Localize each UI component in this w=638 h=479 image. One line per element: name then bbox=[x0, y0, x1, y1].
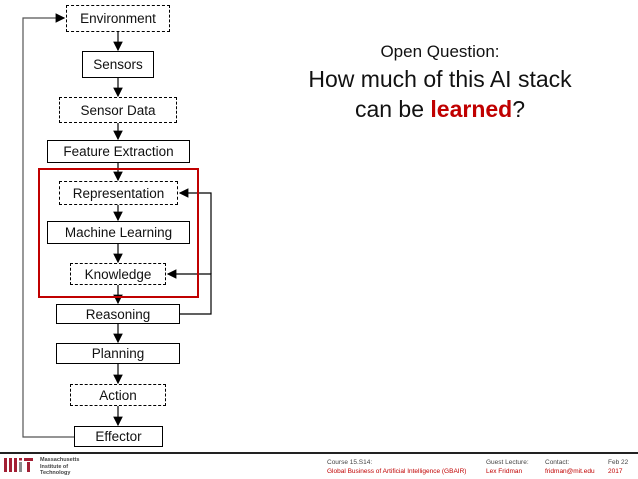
mit-logo bbox=[4, 458, 36, 472]
node-action: Action bbox=[70, 384, 166, 406]
node-representation: Representation bbox=[59, 181, 178, 205]
date-line1: Feb 22 bbox=[608, 459, 629, 466]
footer-course: Course 15.S14: Global Business of Artific… bbox=[327, 458, 466, 476]
guest-name: Lex Fridman bbox=[486, 468, 523, 475]
footer-divider bbox=[0, 452, 638, 454]
contact-email: fridman@mit.edu bbox=[545, 468, 595, 475]
contact-label: Contact: bbox=[545, 459, 570, 466]
node-effector: Effector bbox=[74, 426, 163, 447]
node-knowledge: Knowledge bbox=[70, 263, 166, 285]
node-machine-learning: Machine Learning bbox=[47, 221, 190, 244]
mit-wordmark: Massachusetts Institute of Technology bbox=[40, 457, 80, 476]
open-question-label: Open Question: bbox=[380, 42, 500, 61]
reasoning-to-knowledge-arrow bbox=[166, 269, 212, 315]
node-feature-extraction: Feature Extraction bbox=[47, 140, 190, 163]
node-environment: Environment bbox=[66, 5, 170, 32]
question-line2-post: ? bbox=[512, 96, 526, 122]
footer-guest: Guest Lecture: Lex Fridman bbox=[486, 458, 529, 476]
course-label: Course 15.S14: bbox=[327, 459, 373, 466]
open-question-text: How much of this AI stack can be learned… bbox=[280, 64, 600, 124]
question-emphasis: learned bbox=[430, 96, 513, 122]
feedback-loop-arrow bbox=[22, 13, 74, 438]
guest-label: Guest Lecture: bbox=[486, 459, 529, 466]
node-sensors: Sensors bbox=[82, 51, 154, 78]
footer-contact: Contact: fridman@mit.edu bbox=[545, 458, 595, 476]
node-planning: Planning bbox=[56, 343, 180, 364]
reasoning-to-representation-arrow bbox=[178, 188, 212, 274]
node-sensor-data: Sensor Data bbox=[59, 97, 177, 123]
footer-date: Feb 22 2017 bbox=[608, 458, 628, 476]
date-line2: 2017 bbox=[608, 468, 623, 475]
question-line1: How much of this AI stack bbox=[308, 66, 572, 92]
question-line2-pre: can be bbox=[354, 96, 431, 122]
node-reasoning: Reasoning bbox=[56, 304, 180, 324]
learnable-highlight-box bbox=[38, 168, 199, 298]
course-name: Global Business of Artificial Intelligen… bbox=[327, 468, 467, 475]
